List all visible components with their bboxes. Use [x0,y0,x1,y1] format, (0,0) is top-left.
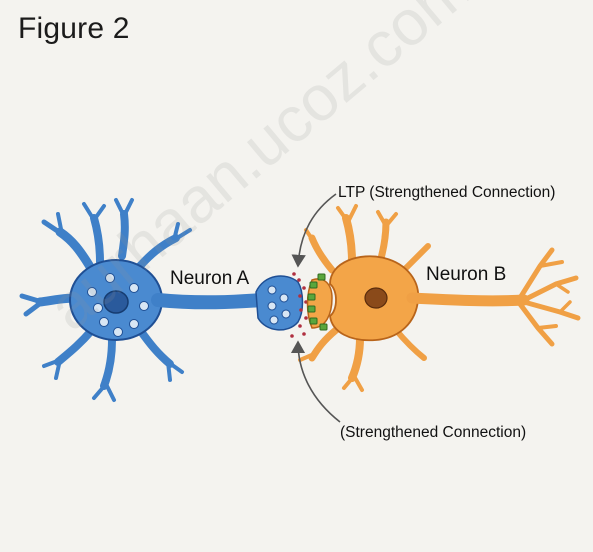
neuron-b-nucleus [364,287,388,309]
figure-title: Figure 2 [18,12,130,45]
strengthened-connection-label: (Strengthened Connection) [340,424,527,441]
neuron-a-terminal-vesicles [267,285,291,325]
neuron-a-axon-terminal [255,275,304,331]
neuron-a-label: Neuron A [170,268,250,289]
neuron-b-axon-terminals [517,247,581,347]
ltp-arrow [291,193,337,268]
neuron-a-vesicles-soma [87,273,149,337]
neuron-b-postsynaptic-membrane [306,278,333,329]
neuron-b-label: Neuron B [426,264,507,285]
neuron-b [298,204,581,392]
neuron-b-axon [406,292,530,307]
neuron-b-dendrites [298,204,431,392]
neuron-a-axon [151,293,269,310]
neuron-a-dendrites [19,198,192,402]
strengthened-arrow [290,340,341,423]
receptors [307,273,328,331]
neuron-a-nucleus [103,290,129,314]
neuron-a [19,198,304,402]
ltp-label: LTP (Strengthened Connection) [338,184,556,201]
